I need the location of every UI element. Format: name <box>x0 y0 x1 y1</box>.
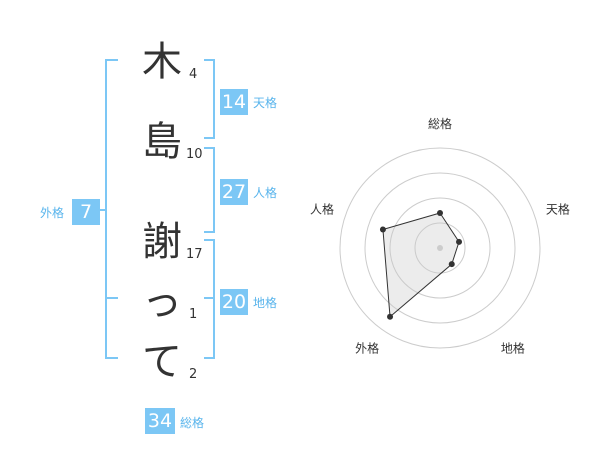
stroke-count-5: 2 <box>189 367 198 382</box>
tenkaku-badge: 14 <box>220 89 248 115</box>
stroke-count-3: 17 <box>186 247 203 262</box>
bracket-lines <box>96 59 215 359</box>
name-char-4: っ <box>142 279 182 325</box>
gaikaku-bracket <box>105 59 118 359</box>
radar-axis-label-4: 人格 <box>310 202 334 217</box>
radar-point-2 <box>448 261 455 268</box>
radar-point-1 <box>456 238 463 245</box>
jinkaku-badge: 27 <box>220 179 248 205</box>
radar-axis-label-1: 天格 <box>546 202 570 217</box>
radar-ring <box>364 172 516 324</box>
radar-point-4 <box>379 226 386 233</box>
name-char-3: 謝 <box>142 219 182 265</box>
jinkaku-label: 人格 <box>253 186 278 200</box>
radar-center-dot <box>437 245 443 251</box>
name-char-5: て <box>142 339 182 385</box>
name-char-1: 木 <box>142 39 182 85</box>
name-char-2: 島 <box>142 119 182 165</box>
radar-point-3 <box>387 313 394 320</box>
gaikaku-label: 外格 <box>40 206 65 220</box>
tenkaku-bracket <box>204 59 215 139</box>
radar-axis-label-0: 総格 <box>428 116 452 131</box>
radar-series-polygon <box>382 212 460 318</box>
radar-point-0 <box>437 210 443 216</box>
tenkaku-label: 天格 <box>253 96 278 110</box>
jinkaku-bracket <box>204 147 215 233</box>
stroke-count-4: 1 <box>189 307 198 322</box>
radar-ring <box>389 197 491 299</box>
chikaku-label: 地格 <box>253 296 278 310</box>
radar-axis-label-2: 地格 <box>501 340 525 355</box>
soukaku-label: 総格 <box>180 416 205 430</box>
gaikaku-badge: 7 <box>72 199 100 225</box>
radar-ring <box>339 147 541 349</box>
stroke-count-1: 4 <box>189 67 198 82</box>
stroke-count-2: 10 <box>186 147 203 162</box>
radar-axis-label-3: 外格 <box>355 340 379 355</box>
chikaku-badge: 20 <box>220 289 248 315</box>
soukaku-badge: 34 <box>145 408 175 434</box>
radar-ring <box>414 222 466 274</box>
